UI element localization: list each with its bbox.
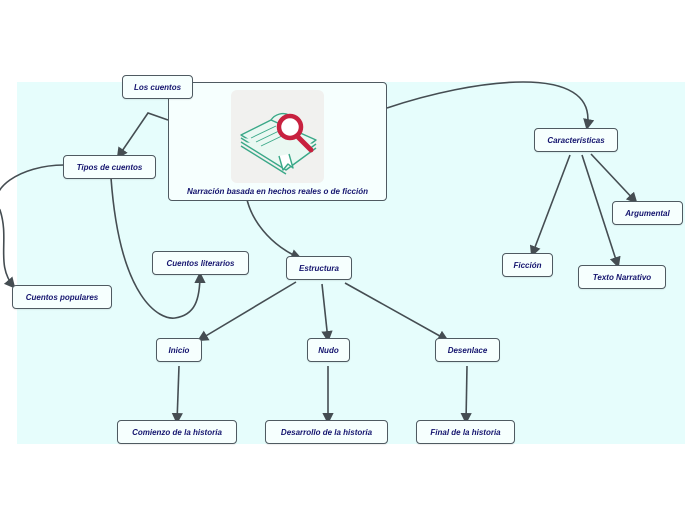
edge-loscuentos-tipos (116, 112, 169, 159)
node-desenlace[interactable]: Desenlace (435, 338, 500, 362)
node-argumental[interactable]: Argumental (612, 201, 683, 225)
node-nudo[interactable]: Nudo (307, 338, 350, 362)
edge-estructura-nudo (321, 283, 333, 343)
edge-tipos-literarios (110, 177, 206, 319)
edge-caract-argumental (590, 153, 638, 204)
edge-tipos-populares (0, 164, 65, 289)
node-cuentos-populares[interactable]: Cuentos populares (12, 285, 112, 309)
node-cuentos-literarios[interactable]: Cuentos literarios (152, 251, 249, 275)
node-inicio[interactable]: Inicio (156, 338, 202, 362)
book-magnifier-icon (231, 90, 324, 183)
edge-inicio-comienzo (171, 365, 183, 425)
node-final-de-la-historia[interactable]: Final de la historia (416, 420, 515, 444)
central-topic-label: Narración basada en hechos reales o de f… (187, 187, 368, 196)
edge-desenlace-final (460, 365, 472, 425)
node-los-cuentos[interactable]: Los cuentos (122, 75, 193, 99)
node-desarrollo-de-la-historia[interactable]: Desarrollo de la historia (265, 420, 388, 444)
node-ficcion[interactable]: Ficción (502, 253, 553, 277)
node-estructura[interactable]: Estructura (286, 256, 352, 280)
central-topic[interactable]: Narración basada en hechos reales o de f… (168, 82, 387, 201)
node-caracteristicas[interactable]: Características (534, 128, 618, 152)
edge-caract-texto (581, 154, 621, 269)
edge-central-caracteristicas (386, 81, 595, 131)
edge-estructura-desenlace (344, 282, 449, 342)
edge-estructura-inicio (197, 281, 297, 342)
node-tipos-de-cuentos[interactable]: Tipos de cuentos (63, 155, 156, 179)
node-texto-narrativo[interactable]: Texto Narrativo (578, 265, 666, 289)
edge-caract-ficcion (529, 154, 571, 258)
node-comienzo-de-la-historia[interactable]: Comienzo de la historia (117, 420, 237, 444)
